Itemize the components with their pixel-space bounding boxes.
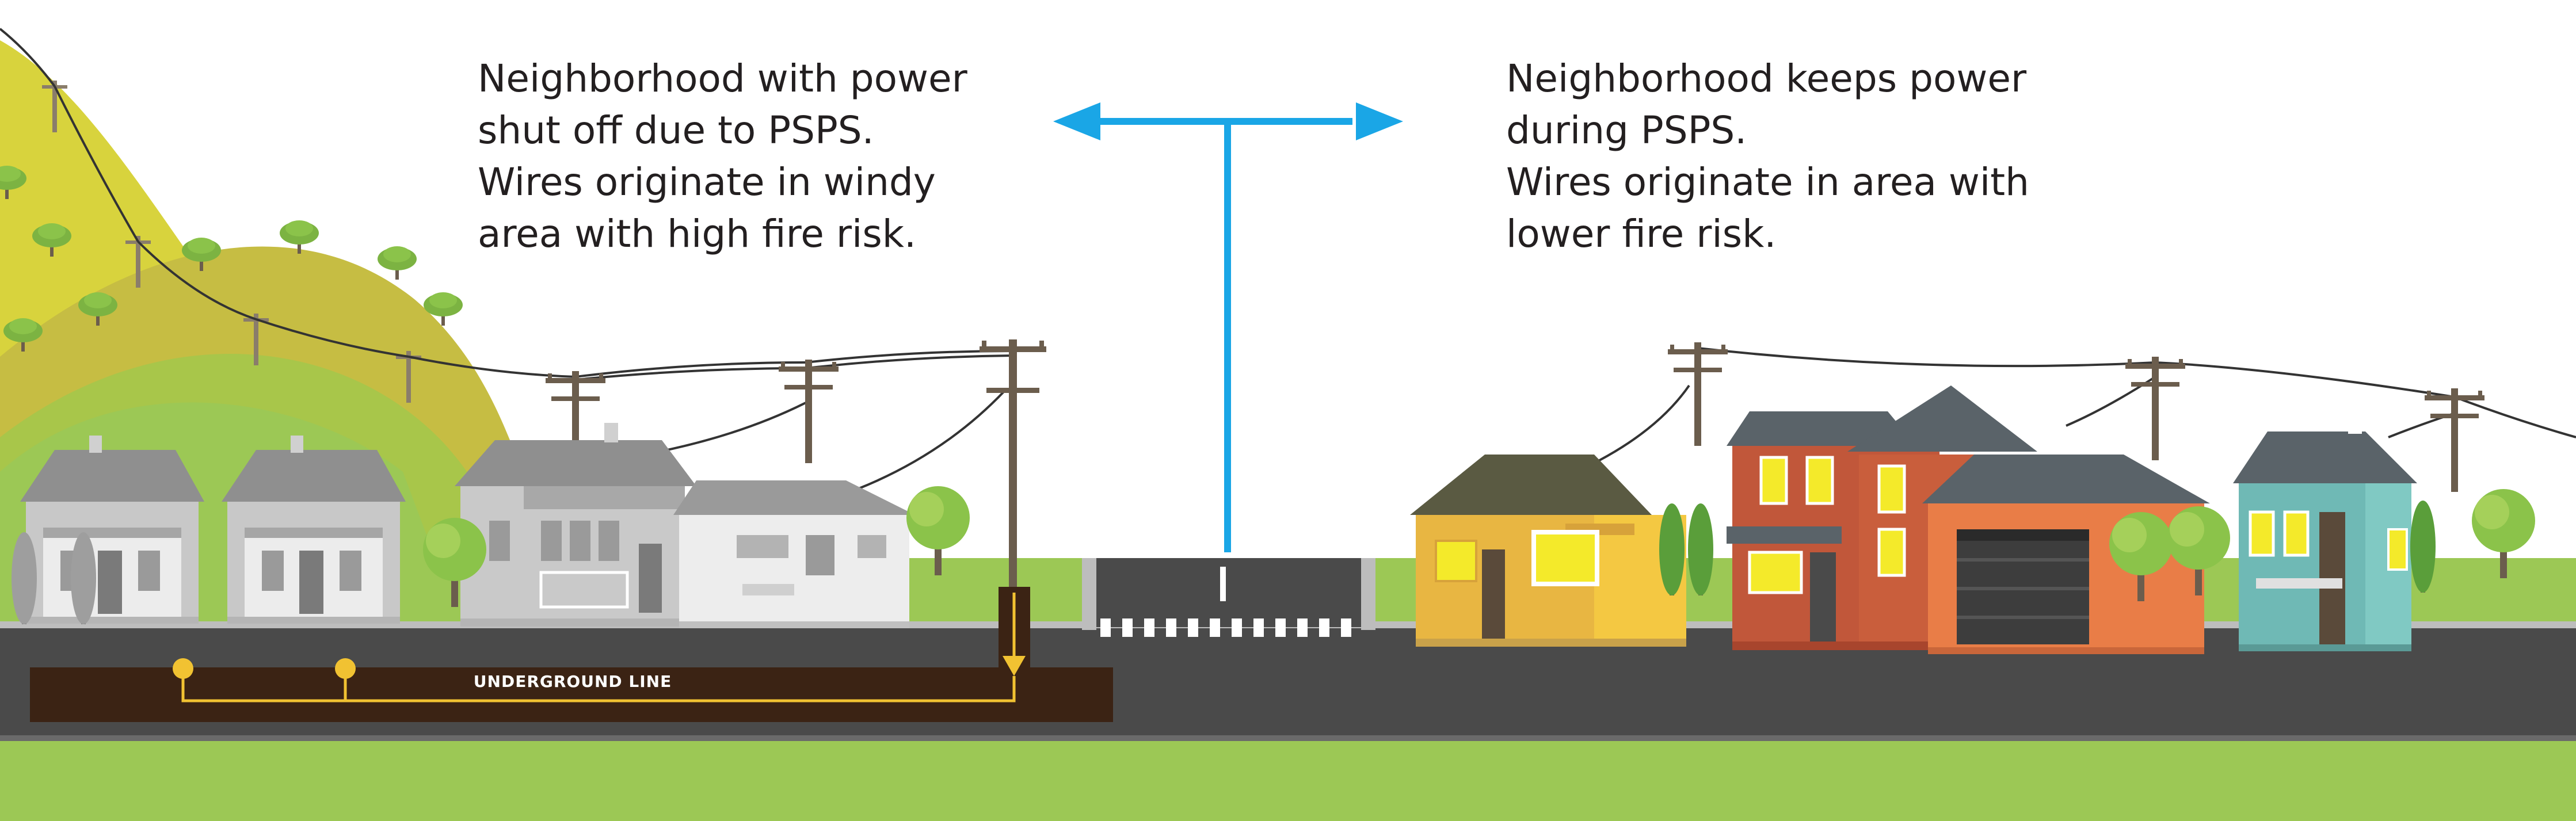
double-headed-arrow-icon [1053,102,1403,552]
caption-left-line: Wires originate in windy [478,160,936,204]
caption-left-line: Neighborhood with power [478,56,967,101]
caption-left: Neighborhood with power shut off due to … [478,53,967,260]
underground-label: UNDERGROUND LINE [474,672,672,691]
caption-left-line: area with high fire risk. [478,212,916,256]
underground-line: UNDERGROUND LINE [30,587,1113,722]
caption-right-line: Wires originate in area with [1506,160,2029,204]
caption-right: Neighborhood keeps power during PSPS. Wi… [1506,53,2029,260]
caption-right-line: Neighborhood keeps power [1506,56,2027,101]
gray-houses [20,423,915,628]
colorful-houses [1410,385,2417,654]
house-icon [1922,455,2210,654]
house-icon [1410,455,1686,647]
poles-left [546,339,1046,587]
caption-right-line: lower fire risk. [1506,212,1777,256]
house-icon [2233,414,2417,651]
caption-left-line: shut off due to PSPS. [478,108,874,152]
caption-right-line: during PSPS. [1506,108,1747,152]
cross-street [1082,558,1375,637]
